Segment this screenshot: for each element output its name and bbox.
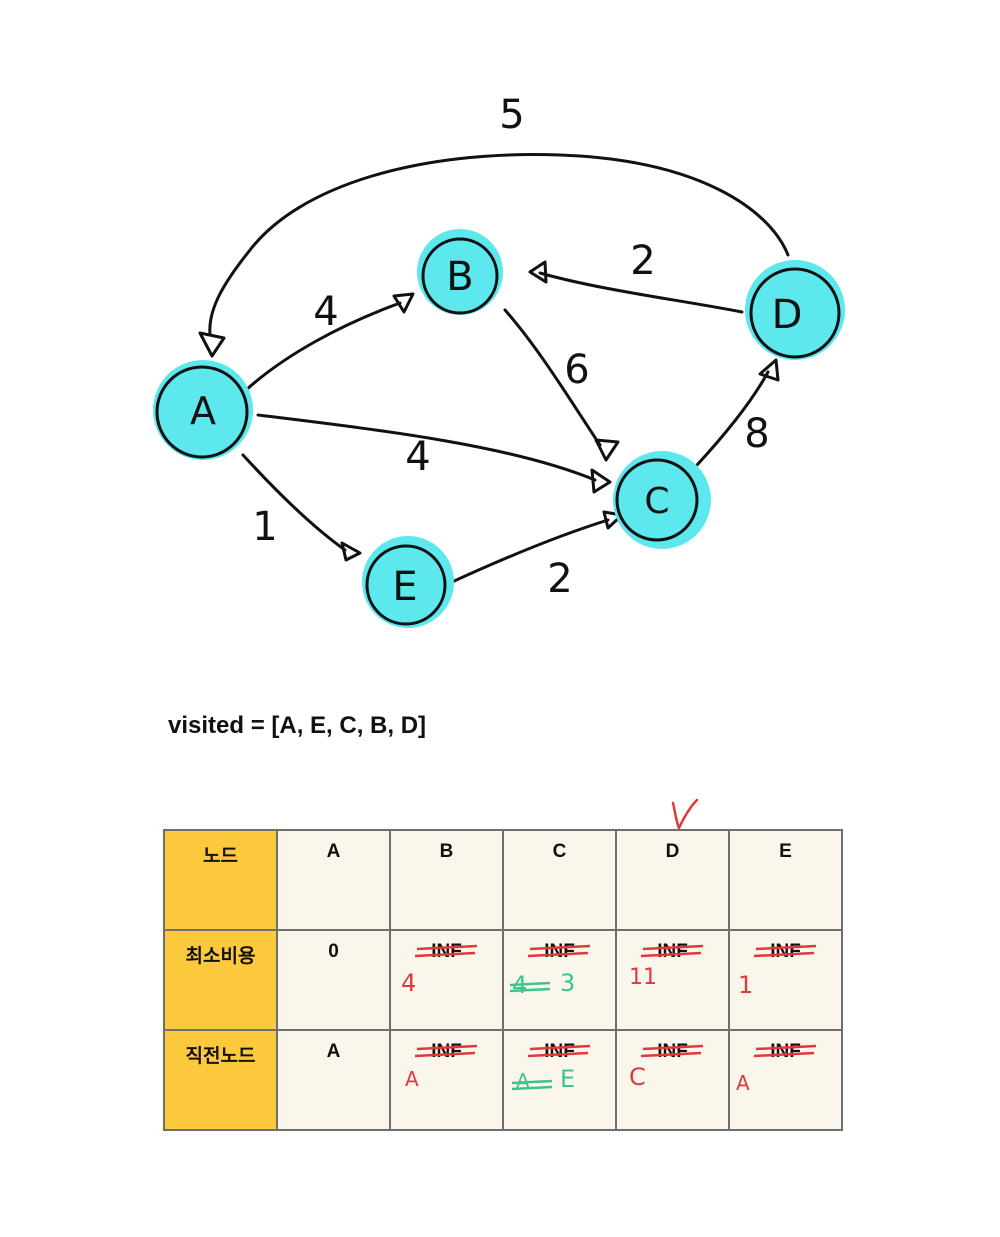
strike-mark bbox=[511, 1079, 553, 1091]
edge-c-d bbox=[695, 370, 770, 467]
strike-mark bbox=[753, 1044, 817, 1058]
node-c: C bbox=[613, 451, 711, 549]
edge-d-b-arrowhead bbox=[528, 260, 548, 284]
cost-cell-a: 0 bbox=[276, 929, 391, 1031]
svg-text:D: D bbox=[772, 292, 803, 338]
prev-cell-a: A bbox=[276, 1029, 391, 1131]
table-row-header: 노드 A B C D E bbox=[163, 829, 843, 931]
edge-d-a bbox=[208, 153, 790, 337]
cost-d-update: 11 bbox=[629, 965, 657, 990]
edge-a-b-arrowhead bbox=[392, 292, 415, 314]
check-mark-icon bbox=[671, 798, 699, 832]
prev-c-old: A bbox=[516, 1069, 530, 1093]
strike-mark bbox=[640, 1044, 704, 1058]
cost-cell-c: INF 4 3 bbox=[502, 929, 617, 1031]
edge-b-c-arrowhead bbox=[594, 438, 620, 462]
node-e: E bbox=[362, 536, 454, 628]
edge-a-c-arrowhead bbox=[590, 468, 612, 494]
svg-text:C: C bbox=[644, 481, 669, 522]
node-a: A bbox=[153, 360, 253, 460]
cost-e-update: 1 bbox=[738, 971, 754, 999]
header-cell-node: 노드 bbox=[163, 829, 278, 931]
prev-cell-e: INF A bbox=[728, 1029, 843, 1131]
weight-d-b: 2 bbox=[630, 238, 655, 284]
svg-text:B: B bbox=[446, 254, 473, 300]
cost-cell-d: INF 11 bbox=[615, 929, 730, 1031]
edge-a-c bbox=[256, 413, 597, 482]
dijkstra-table: 노드 A B C D E 최소비용 0 INF 4 INF 4 3 INF 11… bbox=[163, 829, 843, 1131]
header-cell-e: E bbox=[728, 829, 843, 931]
prev-cell-b: INF A bbox=[389, 1029, 504, 1131]
edge-e-c-arrowhead bbox=[602, 510, 624, 530]
edge-a-b bbox=[244, 301, 402, 392]
edge-b-c bbox=[503, 308, 602, 447]
cost-cell-b: INF 4 bbox=[389, 929, 504, 1031]
prev-e-update: A bbox=[736, 1071, 750, 1095]
header-cell-c: C bbox=[502, 829, 617, 931]
strike-mark bbox=[640, 944, 704, 958]
edge-e-c bbox=[450, 518, 610, 584]
strike-mark bbox=[414, 944, 478, 958]
strike-mark bbox=[527, 944, 591, 958]
weight-e-c: 2 bbox=[547, 556, 572, 602]
cost-c-new: 3 bbox=[560, 969, 576, 997]
header-cell-b: B bbox=[389, 829, 504, 931]
weight-a-b: 4 bbox=[313, 289, 338, 335]
node-b: B bbox=[417, 229, 503, 315]
strike-mark bbox=[753, 944, 817, 958]
graph-diagram: 5 4 4 1 6 2 8 2 A B C D bbox=[153, 92, 845, 628]
weight-d-a: 5 bbox=[499, 92, 524, 138]
row-label-cost: 최소비용 bbox=[163, 929, 278, 1031]
prev-c-new: E bbox=[560, 1065, 576, 1093]
table-row-prev: 직전노드 A INF A INF A E INF C INF A bbox=[163, 1029, 843, 1131]
weight-c-d: 8 bbox=[744, 411, 769, 457]
svg-text:A: A bbox=[190, 389, 216, 433]
prev-d-update: C bbox=[629, 1063, 646, 1091]
cost-b-update: 4 bbox=[401, 969, 417, 997]
table-row-cost: 최소비용 0 INF 4 INF 4 3 INF 11 INF 1 bbox=[163, 929, 843, 1031]
edge-a-e bbox=[241, 453, 347, 552]
weight-a-e: 1 bbox=[252, 504, 277, 550]
edge-a-e-arrowhead bbox=[340, 541, 362, 562]
header-cell-d: D bbox=[615, 829, 730, 931]
weight-b-c: 6 bbox=[564, 347, 589, 393]
edge-c-d-arrowhead bbox=[758, 358, 780, 382]
node-d: D bbox=[745, 260, 845, 360]
header-cell-a: A bbox=[276, 829, 391, 931]
strike-mark bbox=[527, 1044, 591, 1058]
weight-a-c: 4 bbox=[405, 434, 430, 480]
svg-text:E: E bbox=[392, 564, 417, 610]
prev-cell-c: INF A E bbox=[502, 1029, 617, 1131]
edge-d-a-arrowhead bbox=[198, 331, 226, 358]
cost-cell-e: INF 1 bbox=[728, 929, 843, 1031]
prev-b-update: A bbox=[405, 1067, 419, 1091]
row-label-prev: 직전노드 bbox=[163, 1029, 278, 1131]
strike-mark bbox=[509, 981, 551, 993]
edge-d-b bbox=[538, 271, 744, 314]
prev-cell-d: INF C bbox=[615, 1029, 730, 1131]
strike-mark bbox=[414, 1044, 478, 1058]
visited-list: visited = [A, E, C, B, D] bbox=[168, 712, 427, 739]
